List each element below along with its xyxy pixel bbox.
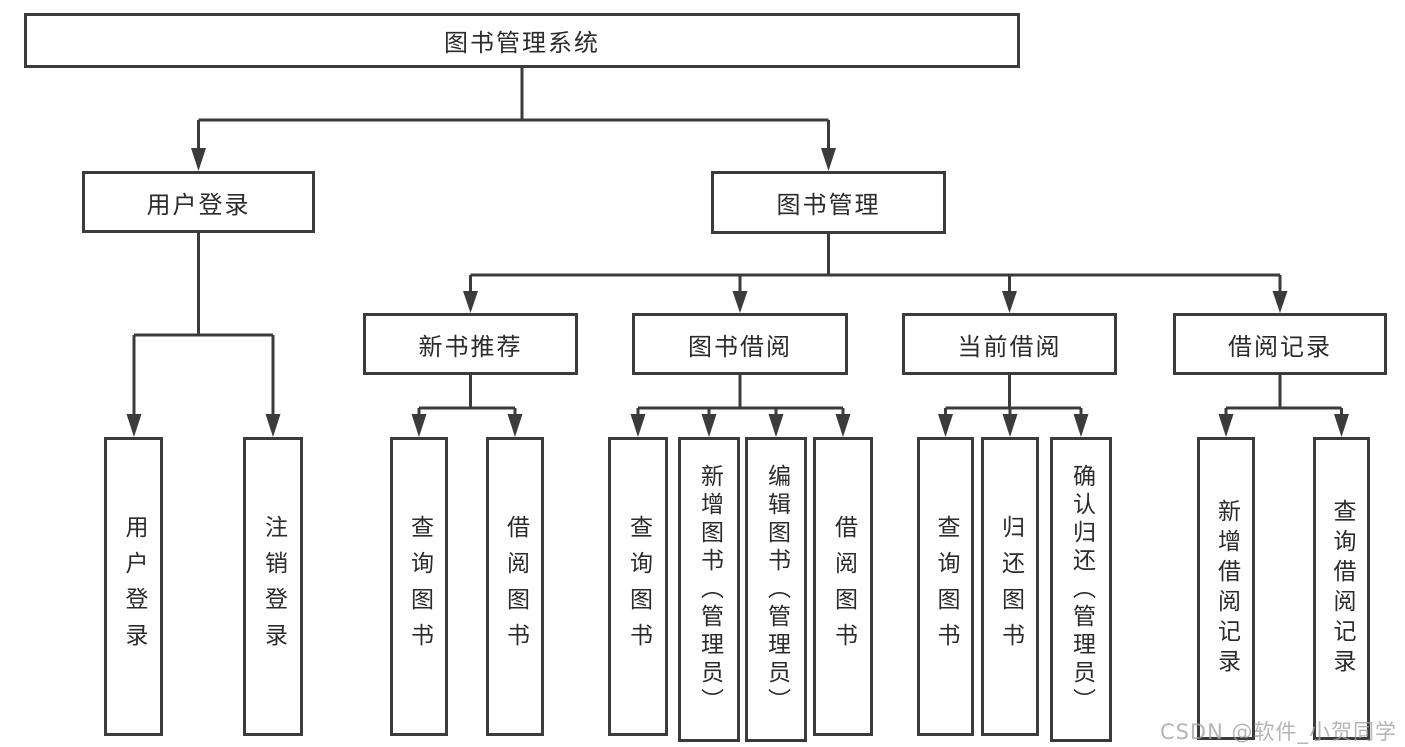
connector-line (197, 68, 830, 149)
connector-line (469, 234, 1282, 292)
arrow-down-icon (126, 414, 142, 437)
leaf-add-borrow-record: 新增借阅记录 (1197, 437, 1255, 740)
leaf-query-books: 查询图书 (917, 437, 974, 736)
node-book-management: 图书管理 (711, 171, 946, 234)
arrow-down-icon (1334, 414, 1349, 437)
arrow-down-icon (630, 414, 646, 437)
connector-current-borrow (938, 375, 1089, 437)
leaf-query-borrow-record: 查询借阅记录 (1313, 437, 1370, 740)
connector-line (1224, 375, 1343, 415)
connector-line (132, 233, 275, 414)
arrow-down-icon (191, 148, 206, 171)
arrow-down-icon (835, 414, 851, 437)
leaf-user-login: 用户登录 (104, 437, 163, 736)
connector-line (944, 375, 1083, 415)
connector-line (636, 375, 845, 415)
connector-line (417, 375, 517, 415)
node-borrow-records: 借阅记录 (1173, 313, 1387, 375)
arrow-down-icon (411, 414, 427, 437)
leaf-edit-book-admin: 编辑图书（管理员） (745, 437, 807, 742)
arrow-down-icon (821, 148, 836, 171)
connector-book-management (463, 234, 1288, 313)
arrow-down-icon (1218, 414, 1234, 437)
node-library-system: 图书管理系统 (24, 13, 1020, 68)
leaf-return-book: 归还图书 (981, 437, 1039, 736)
connector-borrow-records (1218, 375, 1349, 437)
arrow-down-icon (507, 414, 523, 437)
arrow-down-icon (768, 414, 784, 437)
connector-new-book-recommend (411, 375, 523, 437)
arrow-down-icon (1073, 414, 1089, 437)
arrow-down-icon (1002, 414, 1018, 437)
connector-root (191, 68, 836, 171)
arrow-down-icon (463, 291, 478, 313)
leaf-borrow-books: 借阅图书 (813, 437, 873, 736)
csdn-watermark: CSDN @软件_小贺同学 (1159, 720, 1397, 744)
leaf-borrow-books: 借阅图书 (486, 437, 544, 736)
node-book-borrow: 图书借阅 (632, 313, 848, 375)
leaf-confirm-return-admin: 确认归还（管理员） (1050, 437, 1112, 742)
leaf-add-book-admin: 新增图书（管理员） (678, 437, 740, 742)
connector-book-borrow (630, 375, 851, 437)
node-current-borrow: 当前借阅 (902, 313, 1117, 375)
arrow-down-icon (732, 291, 748, 313)
leaf-query-books: 查询图书 (390, 437, 448, 736)
leaf-logout: 注销登录 (243, 437, 303, 736)
leaf-query-books: 查询图书 (608, 437, 668, 736)
arrow-down-icon (265, 414, 281, 437)
arrow-down-icon (701, 414, 717, 437)
arrow-down-icon (1002, 291, 1017, 313)
connector-user-login (126, 233, 281, 437)
arrow-down-icon (938, 414, 953, 437)
node-new-book-recommend: 新书推荐 (363, 313, 578, 375)
arrow-down-icon (1272, 291, 1288, 313)
node-user-login: 用户登录 (82, 171, 315, 233)
